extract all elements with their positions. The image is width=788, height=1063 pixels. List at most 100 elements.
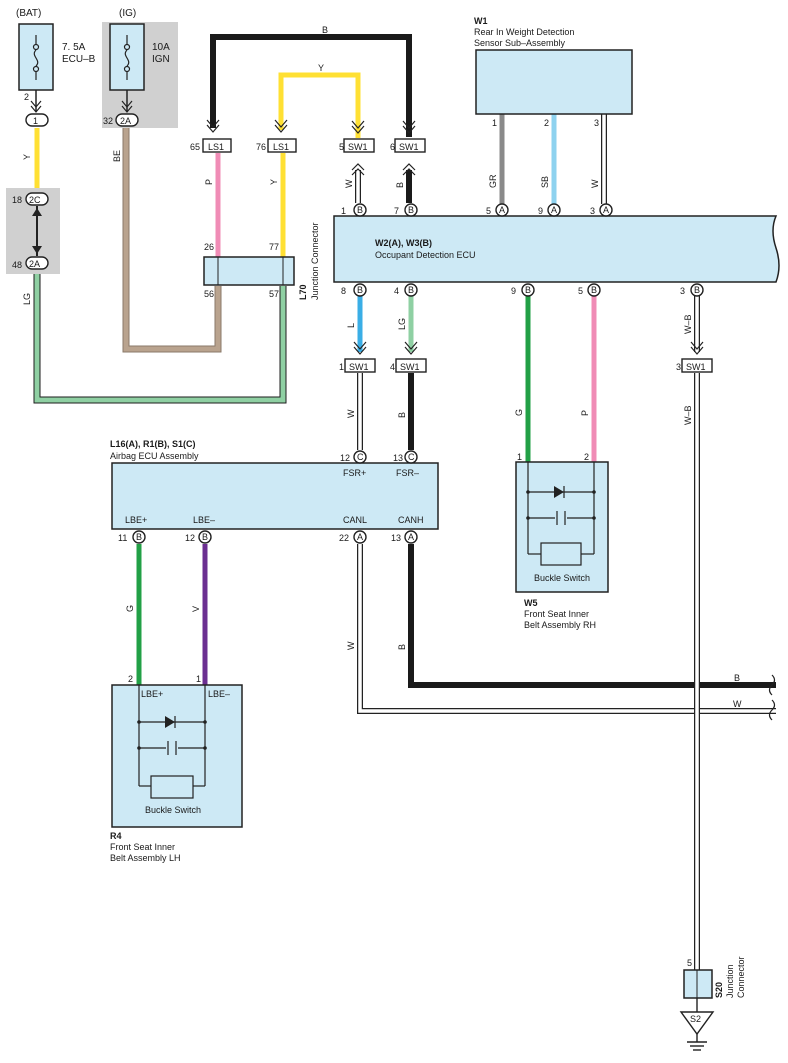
svg-text:C: C (408, 452, 415, 462)
svg-text:ECU–B: ECU–B (62, 54, 96, 65)
svg-text:5: 5 (339, 142, 344, 152)
svg-text:48: 48 (12, 260, 22, 270)
svg-text:SW1: SW1 (399, 142, 419, 152)
svg-text:Y: Y (318, 63, 324, 73)
svg-text:3: 3 (680, 286, 685, 296)
svg-text:SW1: SW1 (349, 362, 369, 372)
svg-text:B: B (357, 205, 363, 215)
svg-text:B: B (408, 285, 414, 295)
svg-text:P: P (580, 410, 590, 416)
svg-text:G: G (125, 605, 135, 612)
svg-text:8: 8 (341, 286, 346, 296)
svg-text:LS1: LS1 (208, 142, 224, 152)
svg-text:R4: R4 (110, 831, 122, 841)
r4-buckle-switch: 2 1 LBE+ LBE– Buckle Switch R4 Front Sea… (110, 674, 243, 863)
svg-text:V: V (191, 606, 201, 612)
svg-text:Y: Y (269, 179, 279, 185)
svg-text:65: 65 (190, 142, 200, 152)
fuse-bat: (BAT) 7. 5A ECU–B 2 1 (16, 8, 96, 127)
wire-be (122, 127, 222, 353)
svg-text:56: 56 (204, 289, 214, 299)
svg-text:LBE–: LBE– (208, 689, 230, 699)
svg-text:4: 4 (394, 286, 399, 296)
svg-text:CANH: CANH (398, 515, 424, 525)
svg-text:2: 2 (544, 118, 549, 128)
svg-text:L: L (346, 323, 356, 328)
svg-text:7: 7 (394, 206, 399, 216)
svg-text:12: 12 (340, 453, 350, 463)
svg-text:11: 11 (118, 533, 127, 543)
svg-text:1: 1 (517, 452, 522, 462)
svg-text:B: B (136, 532, 142, 542)
svg-text:IGN: IGN (152, 54, 170, 65)
svg-text:1: 1 (33, 116, 38, 126)
svg-text:Airbag ECU Assembly: Airbag ECU Assembly (110, 451, 199, 461)
svg-text:57: 57 (269, 289, 279, 299)
svg-text:76: 76 (256, 142, 266, 152)
svg-text:Front Seat Inner: Front Seat Inner (524, 609, 589, 619)
joint-connector: 18 2C 48 2A (6, 188, 60, 274)
svg-text:13: 13 (393, 453, 403, 463)
w1-sensor: W1 Rear In Weight Detection Sensor Sub–A… (474, 16, 633, 128)
svg-text:W1: W1 (474, 16, 488, 26)
svg-text:LG: LG (397, 318, 407, 330)
svg-text:(BAT): (BAT) (16, 8, 41, 19)
svg-text:B: B (408, 205, 414, 215)
svg-text:SW1: SW1 (400, 362, 420, 372)
svg-text:CANL: CANL (343, 515, 367, 525)
svg-text:6: 6 (390, 142, 395, 152)
svg-text:26: 26 (204, 242, 214, 252)
svg-text:LBE+: LBE+ (141, 689, 163, 699)
svg-text:B: B (397, 644, 407, 650)
wire-y-top (278, 72, 361, 138)
svg-text:L70: L70 (298, 284, 308, 300)
svg-text:SW1: SW1 (348, 142, 368, 152)
svg-text:5: 5 (687, 958, 692, 968)
svg-text:9: 9 (538, 206, 543, 216)
sw1-top-connectors: 5 SW1 6 SW1 (339, 120, 426, 176)
svg-text:W: W (346, 409, 356, 418)
svg-text:A: A (551, 205, 557, 215)
svg-text:7. 5A: 7. 5A (62, 42, 86, 53)
wire-b-top (210, 34, 412, 137)
svg-text:B: B (734, 673, 740, 683)
svg-text:W: W (344, 179, 354, 188)
svg-text:W: W (346, 641, 356, 650)
svg-text:B: B (395, 182, 405, 188)
s20-junction-connector: 5 S20 Junction Connector S2 (679, 956, 746, 1051)
svg-text:Sensor Sub–Assembly: Sensor Sub–Assembly (474, 38, 566, 48)
svg-text:A: A (499, 205, 505, 215)
svg-text:2A: 2A (29, 259, 40, 269)
svg-text:Front Seat Inner: Front Seat Inner (110, 842, 175, 852)
svg-text:B: B (525, 285, 531, 295)
svg-text:2A: 2A (120, 116, 131, 126)
svg-text:Connector: Connector (736, 956, 746, 998)
svg-text:BE: BE (112, 150, 122, 162)
svg-text:A: A (408, 532, 414, 542)
svg-text:18: 18 (12, 195, 22, 205)
svg-text:22: 22 (339, 533, 349, 543)
svg-text:Buckle Switch: Buckle Switch (534, 573, 590, 583)
svg-text:LBE+: LBE+ (125, 515, 147, 525)
svg-text:B: B (397, 412, 407, 418)
svg-text:Junction: Junction (725, 964, 735, 998)
svg-text:Junction Connector: Junction Connector (310, 222, 320, 300)
svg-text:4: 4 (390, 362, 395, 372)
svg-text:13: 13 (391, 533, 401, 543)
svg-text:2: 2 (128, 674, 133, 684)
fuse-ig: (IG) 10A IGN 32 2A (102, 8, 178, 128)
svg-text:Belt Assembly LH: Belt Assembly LH (110, 853, 181, 863)
svg-text:W5: W5 (524, 598, 538, 608)
svg-text:LBE–: LBE– (193, 515, 215, 525)
svg-text:FSR+: FSR+ (343, 468, 366, 478)
svg-text:W–B: W–B (683, 314, 693, 334)
svg-text:P: P (204, 179, 214, 185)
occupant-detection-ecu: W2(A), W3(B) Occupant Detection ECU 1 B … (333, 203, 780, 297)
wire-labels: Y LG BE B Y P Y W B GR SB W L LG W–B W B… (22, 25, 742, 709)
svg-text:W: W (590, 179, 600, 188)
svg-text:1: 1 (492, 118, 497, 128)
wires (33, 34, 776, 970)
svg-text:W–B: W–B (683, 405, 693, 425)
svg-text:5: 5 (486, 206, 491, 216)
